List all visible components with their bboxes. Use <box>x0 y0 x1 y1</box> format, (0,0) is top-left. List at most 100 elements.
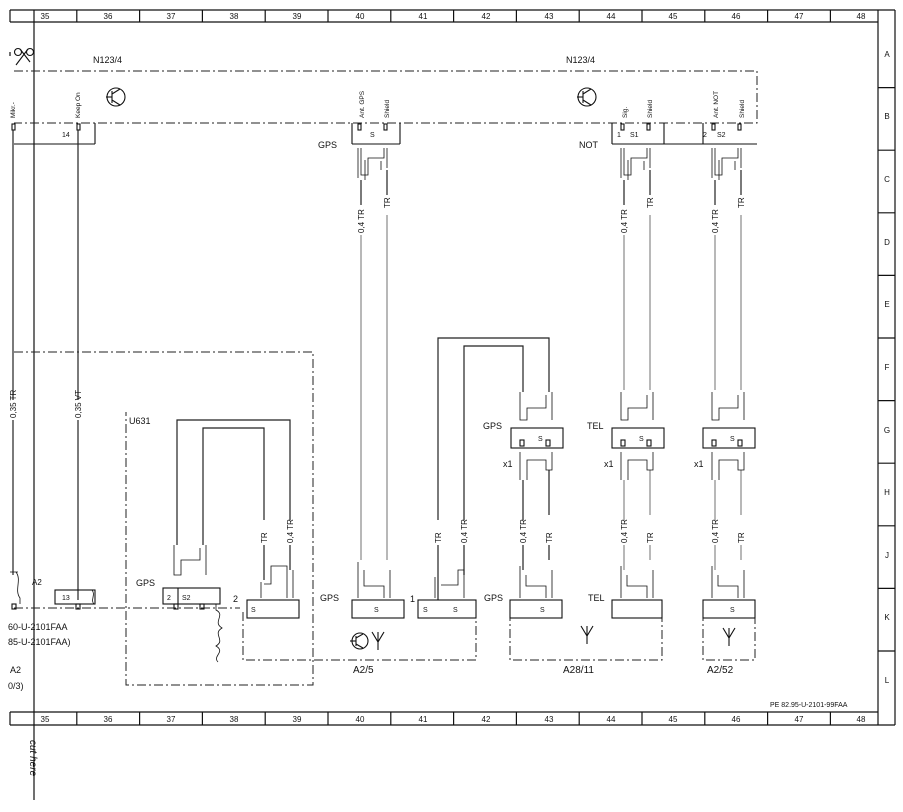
col-label: 40 <box>356 715 365 724</box>
a2-small-label: A2 <box>32 578 42 587</box>
footer-code: PE 82.95-U-2101-99FAA <box>770 702 848 709</box>
n123-connector-row <box>14 123 757 145</box>
col-label: 45 <box>669 715 678 724</box>
a25-s-label: S <box>453 607 458 614</box>
col-label: 36 <box>104 12 113 21</box>
tel-label-a28: TEL <box>588 593 605 603</box>
row-labels: A B C D E F G H J K L <box>884 50 890 685</box>
col-label: 43 <box>545 715 554 724</box>
gps-label-a25: GPS <box>320 593 339 603</box>
tel-label-x1: TEL <box>587 421 604 431</box>
x1-connector-tel <box>611 392 665 480</box>
a25-s-label: S <box>251 607 256 614</box>
transistor-icon <box>106 87 126 107</box>
cut-mark: cut here <box>27 740 38 777</box>
col-label: 36 <box>104 715 113 724</box>
n123-label-right: N123/4 <box>566 55 595 65</box>
wire-label-tr: TR <box>646 197 655 208</box>
pin-s2: S2 <box>717 132 726 139</box>
u631-gps-connector <box>162 545 223 663</box>
x1-connector-ant <box>702 392 756 480</box>
wire-label-04tr: 0,4 TR <box>460 519 469 543</box>
col-label: 38 <box>230 12 239 21</box>
a28-11-module <box>509 566 663 661</box>
wire-ant-not <box>714 170 742 390</box>
gps-label-a28: GPS <box>484 593 503 603</box>
ref-line-1: 60-U-2101FAA <box>8 622 68 632</box>
wire-not-signal <box>623 170 651 390</box>
x1-s-label: S <box>730 436 735 443</box>
x1-label: x1 <box>694 459 704 469</box>
row-label: D <box>884 238 890 247</box>
transistor-icon <box>350 632 369 650</box>
wire-label-035tr: 0,35 TR <box>9 389 18 418</box>
wire-label-tr: TR <box>737 197 746 208</box>
wire-label-04tr: 0,4 TR <box>620 209 629 233</box>
pin-number-2: 2 <box>167 595 171 602</box>
wire-gps-loop <box>437 337 550 600</box>
a2-5-label: A2/5 <box>353 665 374 676</box>
row-label: K <box>884 613 890 622</box>
col-label: 41 <box>419 715 428 724</box>
wire-label-035vt: 0,35 VT <box>74 390 83 418</box>
col-label: 41 <box>419 12 428 21</box>
pin-sig: Sig. <box>622 107 629 118</box>
row-label: B <box>884 112 889 121</box>
col-label: 37 <box>167 715 176 724</box>
n123-module-outline <box>14 70 758 124</box>
coax-shield-ant-not-top <box>711 148 742 180</box>
wire-label-tr: TR <box>545 532 554 543</box>
x1-s-label: S <box>538 436 543 443</box>
row-label: A <box>884 50 890 59</box>
column-labels-bottom: 35 36 37 38 39 40 41 42 43 44 45 46 47 4… <box>41 715 866 724</box>
wire-label-04tr: 0,4 TR <box>357 209 366 233</box>
antenna-icon <box>371 631 385 650</box>
wire-label-tr: TR <box>434 532 443 543</box>
a2-left-label: A2 <box>10 665 21 675</box>
wire-u631-gps <box>176 419 291 580</box>
col-label: 47 <box>795 715 804 724</box>
u631-module-outline <box>14 351 314 686</box>
coax-shield-not-top <box>620 148 651 180</box>
col-label: 44 <box>607 12 616 21</box>
scissors-icon <box>13 47 35 66</box>
left-connectors <box>10 571 96 610</box>
column-dividers <box>76 10 832 725</box>
col-label: 40 <box>356 12 365 21</box>
pin-shield: Shield <box>384 100 391 118</box>
row-label: J <box>885 551 889 560</box>
col-label: 44 <box>607 715 616 724</box>
pin-number-13: 13 <box>62 595 70 602</box>
num-2-label: 2 <box>233 594 238 604</box>
pin-mikr: Mikr.- <box>10 102 17 118</box>
pin-s: S <box>370 132 375 139</box>
a25-s-label: S <box>374 607 379 614</box>
col-label: 39 <box>293 12 302 21</box>
pin-tabs-top <box>11 123 742 131</box>
pin-keep-on: Keep On <box>75 92 82 118</box>
wire-label-04tr: 0,4 TR <box>620 519 629 543</box>
wire-gps-antenna <box>360 170 388 560</box>
col-label: 47 <box>795 12 804 21</box>
wire-label-04tr: 0,4 TR <box>286 519 295 543</box>
a2-52-s-label: S <box>730 607 735 614</box>
gps-label-x1: GPS <box>483 421 502 431</box>
a25-s-label: S <box>423 607 428 614</box>
row-label: F <box>885 363 890 372</box>
num-1-label: 1 <box>410 594 415 604</box>
pin-shield: Shield <box>647 100 654 118</box>
x1-label: x1 <box>503 459 513 469</box>
x1-connector-gps <box>510 392 564 480</box>
drawing-frame <box>9 9 896 800</box>
pin-number-2: 2 <box>703 132 707 139</box>
gps-label-u631: GPS <box>136 578 155 588</box>
not-label: NOT <box>579 140 599 150</box>
col-label: 43 <box>545 12 554 21</box>
pin-shield: Shield <box>739 100 746 118</box>
row-label: E <box>884 300 889 309</box>
col-label: 39 <box>293 715 302 724</box>
a2-52-module <box>702 566 756 661</box>
col-label: 45 <box>669 12 678 21</box>
x1-s-label: S <box>639 436 644 443</box>
coax-shield-gps-top <box>357 148 388 180</box>
